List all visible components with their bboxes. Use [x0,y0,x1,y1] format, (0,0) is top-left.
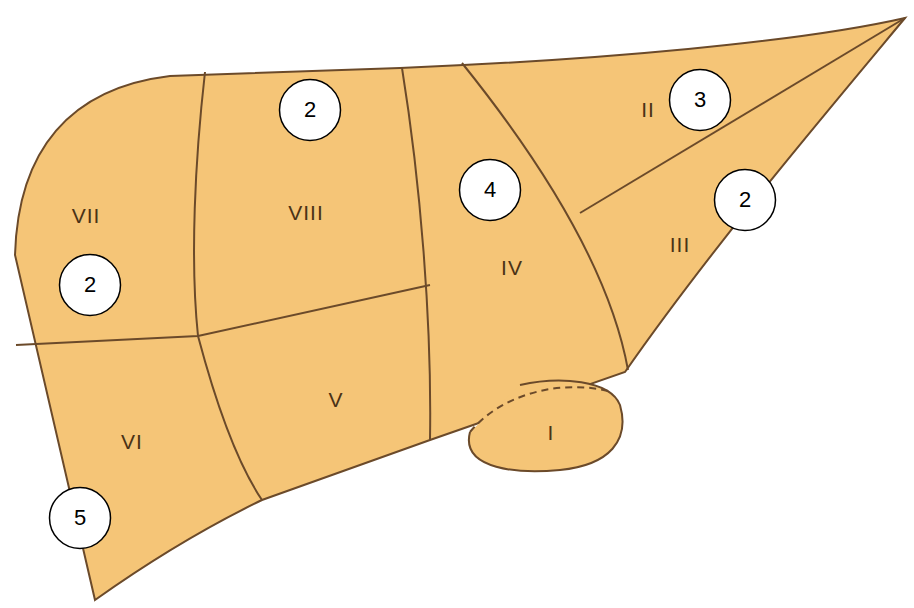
callout-circle: 2 [58,253,122,317]
callout-circle: 5 [48,486,112,550]
callout-number: 2 [304,97,316,123]
segment-label: I [548,421,555,445]
segment-label: VII [72,204,101,228]
callout-circle: 3 [668,68,732,132]
callout-number: 5 [74,505,86,531]
callout-circle-shape [50,488,111,549]
callout-circle: 2 [713,168,777,232]
callout-number: 3 [694,87,706,113]
segment-label: II [641,98,655,122]
caudate-lobe [469,381,623,472]
caudate-hidden-border [470,387,612,432]
segment-label: III [670,233,691,257]
callout-circle: 4 [458,158,522,222]
callout-number: 2 [739,187,751,213]
callout-circle: 2 [278,78,342,142]
callout-number: 2 [84,272,96,298]
callout-circle-shape [280,80,341,141]
callout-circle-shape [60,255,121,316]
segment-borders [16,18,905,500]
segment-label: V [328,388,343,412]
liver-outline [15,18,905,600]
callout-circle-shape [670,70,731,131]
segment-label: VI [121,430,143,454]
callout-number: 4 [484,177,496,203]
segment-label: IV [501,256,523,280]
segment-label: VIII [288,201,324,225]
callout-circle-shape [715,170,776,231]
callout-circle-shape [460,160,521,221]
